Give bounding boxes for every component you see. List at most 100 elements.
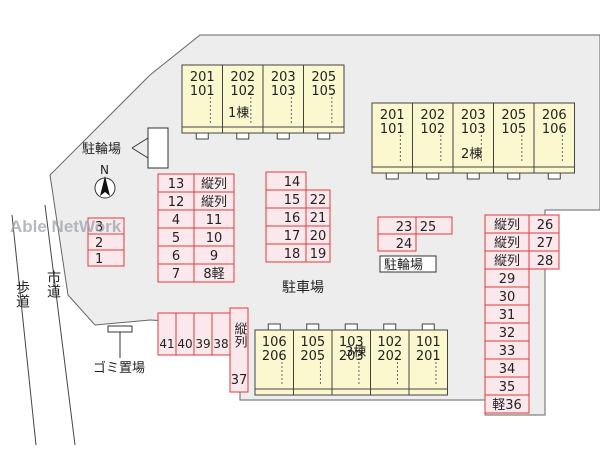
parking-number: 6 bbox=[172, 249, 180, 264]
unit-upper-label: 206 bbox=[542, 108, 567, 123]
parking-number: 23 bbox=[396, 220, 413, 235]
building-unit bbox=[371, 102, 413, 174]
building-unit bbox=[408, 329, 448, 396]
unit-upper-label: 106 bbox=[262, 335, 287, 350]
parking-number: 27 bbox=[537, 236, 554, 251]
parking-space bbox=[193, 263, 235, 283]
parking-space bbox=[415, 216, 453, 235]
unit-lower-label: 201 bbox=[416, 349, 441, 364]
parking-space bbox=[528, 250, 560, 270]
building-3-label: 3棟 bbox=[345, 345, 366, 360]
building-unit bbox=[493, 102, 535, 174]
building-unit bbox=[370, 329, 410, 396]
north-arrow-icon bbox=[94, 176, 116, 199]
unit-upper-label: 203 bbox=[271, 70, 296, 85]
parking-number: 12 bbox=[168, 195, 185, 210]
entrance-mark bbox=[421, 323, 435, 331]
building-unit bbox=[452, 102, 494, 174]
parking-number: 35 bbox=[499, 380, 516, 395]
parking-number: 縦列 bbox=[201, 177, 227, 192]
parking-number: 40 bbox=[177, 337, 192, 351]
building-unit bbox=[181, 64, 223, 134]
parking-number: 31 bbox=[499, 308, 516, 323]
unit-lower-label: 206 bbox=[262, 349, 287, 364]
parking-space bbox=[305, 243, 331, 263]
unit-lower-label: 102 bbox=[230, 84, 255, 99]
parking-number: 縦列 bbox=[494, 218, 520, 233]
unit-lower-label: 105 bbox=[501, 122, 526, 137]
garbage-label: ゴミ置場 bbox=[93, 360, 145, 376]
parking-number: 13 bbox=[168, 177, 185, 192]
parking-number: 18 bbox=[284, 247, 301, 262]
parking-number: 縦列 bbox=[201, 195, 227, 210]
garbage-area bbox=[107, 325, 133, 358]
unit-upper-label: 102 bbox=[377, 335, 402, 350]
entrance-mark bbox=[195, 132, 209, 140]
building-unit bbox=[533, 102, 575, 174]
entrance-mark bbox=[344, 323, 358, 331]
entrance-mark bbox=[317, 132, 331, 140]
unit-lower-label: 101 bbox=[190, 84, 215, 99]
unit-lower-label: 102 bbox=[420, 122, 445, 137]
parking-number: 10 bbox=[206, 231, 223, 246]
parking-number: 32 bbox=[499, 326, 516, 341]
entrance-mark bbox=[507, 172, 521, 180]
parking-number: 25 bbox=[420, 220, 437, 235]
entrance-mark bbox=[385, 172, 399, 180]
parking-space bbox=[87, 249, 125, 267]
building-2-label: 2棟 bbox=[461, 147, 482, 162]
parking-space bbox=[377, 233, 417, 252]
parking-number: 9 bbox=[210, 249, 218, 264]
bicycle-parking-center bbox=[379, 255, 437, 273]
unit-lower-label: 105 bbox=[311, 84, 336, 99]
unit-upper-label: 105 bbox=[300, 335, 325, 350]
bicycle-parking-left-label: 駐輪場 bbox=[82, 141, 121, 157]
unit-upper-label: 202 bbox=[230, 70, 255, 85]
building-unit bbox=[293, 329, 333, 396]
unit-upper-label: 205 bbox=[311, 70, 336, 85]
building-unit bbox=[412, 102, 454, 174]
parking-number: 34 bbox=[499, 362, 516, 377]
parking-number: 縦列 bbox=[494, 236, 520, 251]
parking-number: 20 bbox=[310, 229, 327, 244]
building-unit bbox=[331, 329, 371, 396]
watermark: Able NetWork bbox=[10, 217, 122, 236]
parking-space bbox=[87, 233, 125, 251]
parking-number: 28 bbox=[537, 254, 554, 269]
unit-upper-label: 201 bbox=[190, 70, 215, 85]
parking-number: 11 bbox=[206, 213, 223, 228]
unit-upper-label: 203 bbox=[461, 108, 486, 123]
entrance-mark bbox=[466, 172, 480, 180]
unit-lower-label: 103 bbox=[461, 122, 486, 137]
unit-upper-label: 205 bbox=[501, 108, 526, 123]
north-label: N bbox=[100, 163, 109, 177]
entrance-mark bbox=[267, 323, 281, 331]
parking-number: 4 bbox=[172, 213, 180, 228]
unit-lower-label: 205 bbox=[300, 349, 325, 364]
entrance-mark bbox=[547, 172, 561, 180]
road-city-label: 市道 bbox=[45, 269, 61, 299]
parking-number: 5 bbox=[172, 231, 180, 246]
parking-lot-label: 駐車場 bbox=[282, 279, 324, 296]
bicycle-parking-center-label: 駐輪場 bbox=[384, 257, 423, 273]
parking-number: 7 bbox=[172, 267, 180, 282]
parking-number: 30 bbox=[499, 290, 516, 305]
entrance-mark bbox=[276, 132, 290, 140]
parking-space bbox=[484, 394, 530, 414]
unit-lower-label: 202 bbox=[377, 349, 402, 364]
parking-number: 2 bbox=[95, 236, 103, 251]
parking-number: 15 bbox=[284, 193, 301, 208]
parking-number: 33 bbox=[499, 344, 516, 359]
parking-number: 21 bbox=[310, 211, 327, 226]
parking-number: 26 bbox=[537, 218, 554, 233]
parking-number: 縦列 bbox=[494, 254, 520, 269]
unit-lower-label: 103 bbox=[271, 84, 296, 99]
entrance-mark bbox=[236, 132, 250, 140]
parking-number: 1 bbox=[95, 252, 103, 267]
entrance-mark bbox=[306, 323, 320, 331]
road-lines bbox=[11, 204, 76, 446]
building-unit bbox=[254, 329, 294, 396]
building-1-label: 1棟 bbox=[228, 106, 249, 121]
